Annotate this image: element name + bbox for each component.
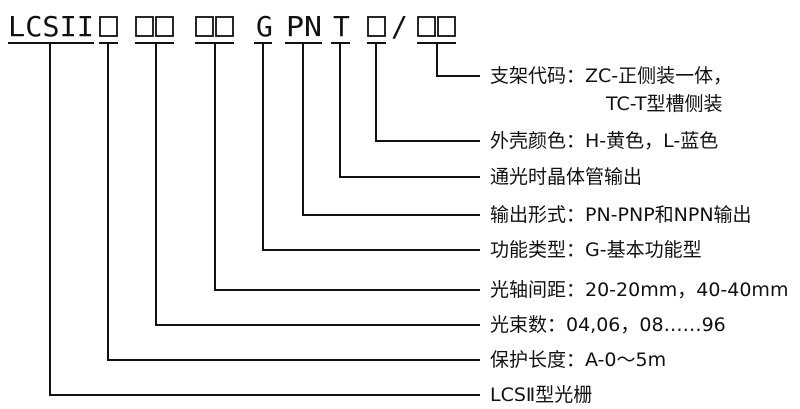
desc-bracket-code-2: TC-T型槽侧装 xyxy=(605,93,722,115)
desc-transistor: 通光时晶体管输出 xyxy=(490,166,642,188)
desc-output-form: 输出形式：PN-PNP和NPN输出 xyxy=(490,204,752,226)
leader-protect-length xyxy=(107,44,480,361)
leader-output-form xyxy=(302,44,480,216)
leader-transistor xyxy=(339,44,480,178)
desc-model: LCSⅡ型光栅 xyxy=(490,384,592,406)
leader-axis-spacing xyxy=(214,44,480,291)
code-g: G xyxy=(256,10,273,43)
code-prefix: LCSII xyxy=(8,10,94,43)
leader-function-type xyxy=(262,44,480,251)
code-box-beam-count xyxy=(135,16,174,44)
leader-bracket-code xyxy=(436,44,480,77)
code-slash: / xyxy=(391,10,408,43)
code-pn: PN xyxy=(286,10,322,43)
desc-axis-spacing: 光轴间距：20-20mm，40-40mm xyxy=(490,279,788,301)
code-t: T xyxy=(333,10,350,43)
desc-beam-count: 光束数：04,06，08……96 xyxy=(490,314,726,336)
desc-function-type: 功能类型：G-基本功能型 xyxy=(490,239,702,261)
leader-housing-color xyxy=(375,44,480,142)
code-box-protect-length xyxy=(99,16,118,44)
code-box-axis-spacing xyxy=(195,16,234,44)
leader-model xyxy=(49,44,480,396)
desc-protect-length: 保护长度：A-0～5m xyxy=(490,349,666,371)
desc-bracket-code: 支架代码：ZC-正侧装一体， xyxy=(490,65,732,87)
desc-housing-color: 外壳颜色：H-黄色，L-蓝色 xyxy=(490,130,718,152)
leader-beam-count xyxy=(155,44,480,326)
code-box-housing-color xyxy=(367,16,386,44)
code-box-bracket xyxy=(417,16,456,44)
